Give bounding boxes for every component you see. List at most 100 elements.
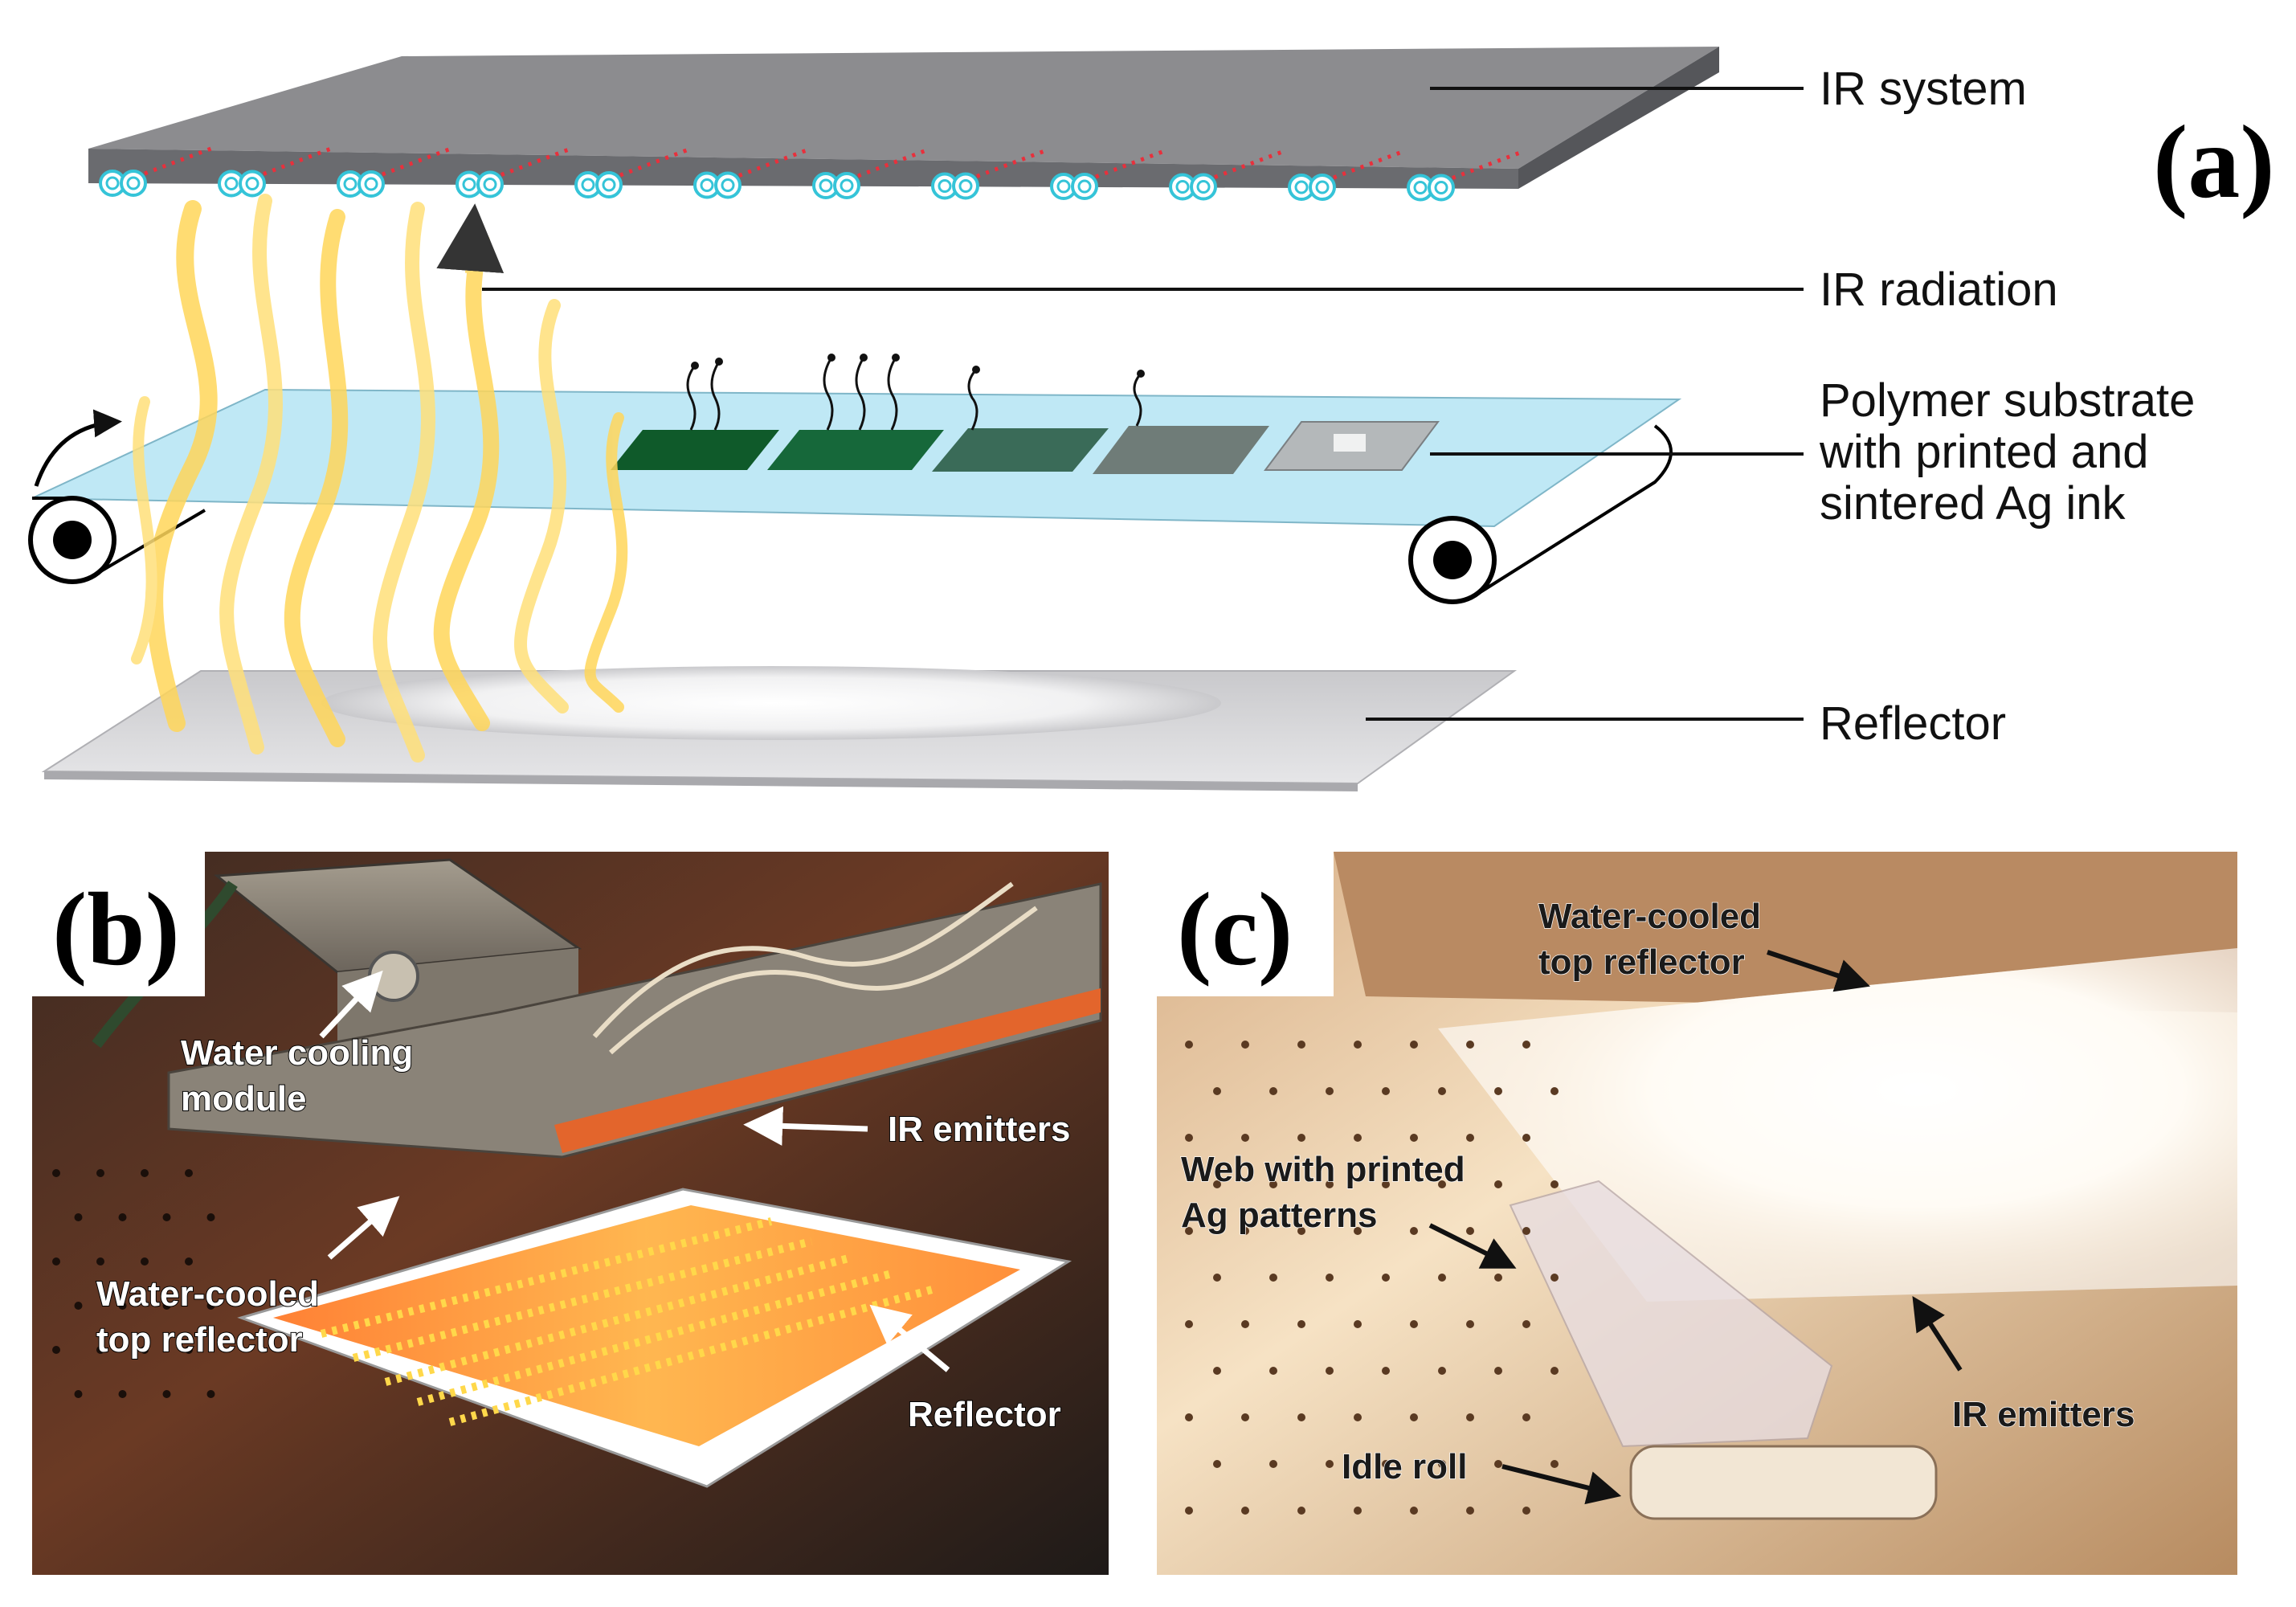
emitter-tube-core — [581, 178, 595, 192]
wall-hole — [1213, 1180, 1221, 1188]
wall-hole — [1466, 1041, 1474, 1049]
emitter-tube-core — [126, 176, 141, 190]
wall-hole — [1522, 1227, 1530, 1235]
label-reflector-a: Reflector — [1820, 697, 2006, 750]
emitter-tube-end — [952, 172, 979, 200]
arrow-reflector-b — [869, 1304, 950, 1372]
wall-hole — [1438, 1087, 1446, 1095]
wall-hole — [1241, 1320, 1249, 1328]
emitter-filament — [1214, 149, 1286, 179]
wall-hole — [1522, 1320, 1530, 1328]
wall-hole — [118, 1213, 127, 1221]
emitter-filament — [857, 147, 929, 178]
wall-hole — [1382, 1274, 1390, 1282]
wall-hole — [1185, 1320, 1193, 1328]
emitter-tube-end — [595, 171, 623, 198]
wall-hole — [1354, 1041, 1362, 1049]
left-roll — [28, 496, 206, 584]
label-top-reflector-c-line1: Water-cooled — [1538, 897, 1761, 936]
emitter-tube-core — [819, 178, 833, 193]
emitter-tube-core — [1196, 180, 1211, 194]
label-substrate-line1: Polymer substrate — [1820, 374, 2195, 427]
label-top-reflector-c-line2: top reflector — [1538, 943, 1745, 982]
wall-hole — [1494, 1460, 1502, 1468]
emitter-tube-core — [840, 178, 854, 193]
wall-hole — [1494, 1274, 1502, 1282]
arrow-water-cooling — [319, 970, 383, 1039]
wall-hole — [118, 1390, 127, 1398]
wall-hole — [1297, 1227, 1305, 1235]
emitter-filament — [144, 145, 216, 176]
emitter-tube-end — [1190, 173, 1217, 201]
wall-hole — [1354, 1413, 1362, 1421]
emitter-tube-core — [224, 177, 239, 190]
leader-lines — [482, 87, 1804, 721]
emitter-tube-core — [1077, 179, 1092, 194]
arrow-idle-roll — [1501, 1464, 1622, 1505]
wall-hole — [1494, 1367, 1502, 1375]
wall-hole — [1241, 1507, 1249, 1515]
wall-hole — [1410, 1227, 1418, 1235]
label-ir-emitters-c: IR emitters — [1952, 1395, 2135, 1434]
wall-hole — [1269, 1460, 1277, 1468]
emitter-tube-core — [700, 178, 714, 192]
perforated-wall-c — [1185, 1041, 1559, 1515]
emitter-tube-core — [938, 179, 952, 193]
label-web-line2: Ag patterns — [1181, 1196, 1377, 1235]
wall-hole — [141, 1346, 149, 1354]
emitter-tube-core — [1294, 180, 1309, 194]
wall-hole — [1466, 1320, 1474, 1328]
wall-hole — [1297, 1041, 1305, 1049]
wall-hole — [1354, 1227, 1362, 1235]
wall-hole — [1550, 1180, 1559, 1188]
emitter-tube-core — [1434, 181, 1448, 194]
wall-hole — [206, 1390, 215, 1398]
wall-hole — [1522, 1507, 1530, 1515]
label-idle-roll: Idle roll — [1342, 1447, 1467, 1486]
wall-hole — [1213, 1367, 1221, 1375]
arrow-web-c — [1428, 1223, 1517, 1269]
wall-hole — [1213, 1274, 1221, 1282]
wall-hole — [1550, 1087, 1559, 1095]
wall-hole — [96, 1257, 104, 1266]
emitter-tube-end — [120, 170, 147, 197]
wall-hole — [1354, 1320, 1362, 1328]
label-substrate-line2: with printed and — [1819, 426, 2148, 478]
wall-hole — [1185, 1227, 1193, 1235]
emitter-tube-core — [245, 177, 259, 190]
wall-hole — [1438, 1460, 1446, 1468]
panel-letter-a: (a) — [2153, 104, 2275, 220]
wall-hole — [1466, 1227, 1474, 1235]
emitter-tube-end — [833, 172, 860, 199]
label-ir-radiation: IR radiation — [1820, 264, 2058, 316]
wall-hole — [1269, 1180, 1277, 1188]
wall-hole — [1466, 1413, 1474, 1421]
wall-hole — [1241, 1041, 1249, 1049]
wall-hole — [1550, 1274, 1559, 1282]
right-roll — [1408, 424, 1673, 604]
wall-hole — [1326, 1180, 1334, 1188]
wall-hole — [185, 1257, 193, 1266]
emitter-tube-end — [239, 170, 266, 198]
panel-letter-c: (c) — [1177, 872, 1293, 988]
ir-emitter-tubes — [99, 145, 1524, 202]
wall-hole — [206, 1302, 215, 1310]
arrow-ir-emitters-c — [1912, 1295, 1963, 1372]
wall-hole — [1522, 1413, 1530, 1421]
wall-hole — [185, 1169, 193, 1177]
wall-hole — [1269, 1087, 1277, 1095]
emitter-tube-end — [714, 171, 742, 199]
emitter-tube-core — [483, 178, 497, 191]
wall-hole — [1438, 1180, 1446, 1188]
ir-heater-box — [88, 47, 1719, 202]
wall-hole — [185, 1346, 193, 1354]
wall-hole — [1522, 1134, 1530, 1142]
emitter-filament — [263, 145, 335, 176]
wall-hole — [1213, 1460, 1221, 1468]
wall-hole — [52, 1257, 60, 1266]
arrow-top-reflector-b — [327, 1196, 400, 1260]
emitter-tube-end — [357, 170, 385, 198]
emitter-filament — [1452, 149, 1524, 180]
ir-radiation-waves — [131, 194, 628, 763]
wall-hole — [162, 1302, 171, 1310]
